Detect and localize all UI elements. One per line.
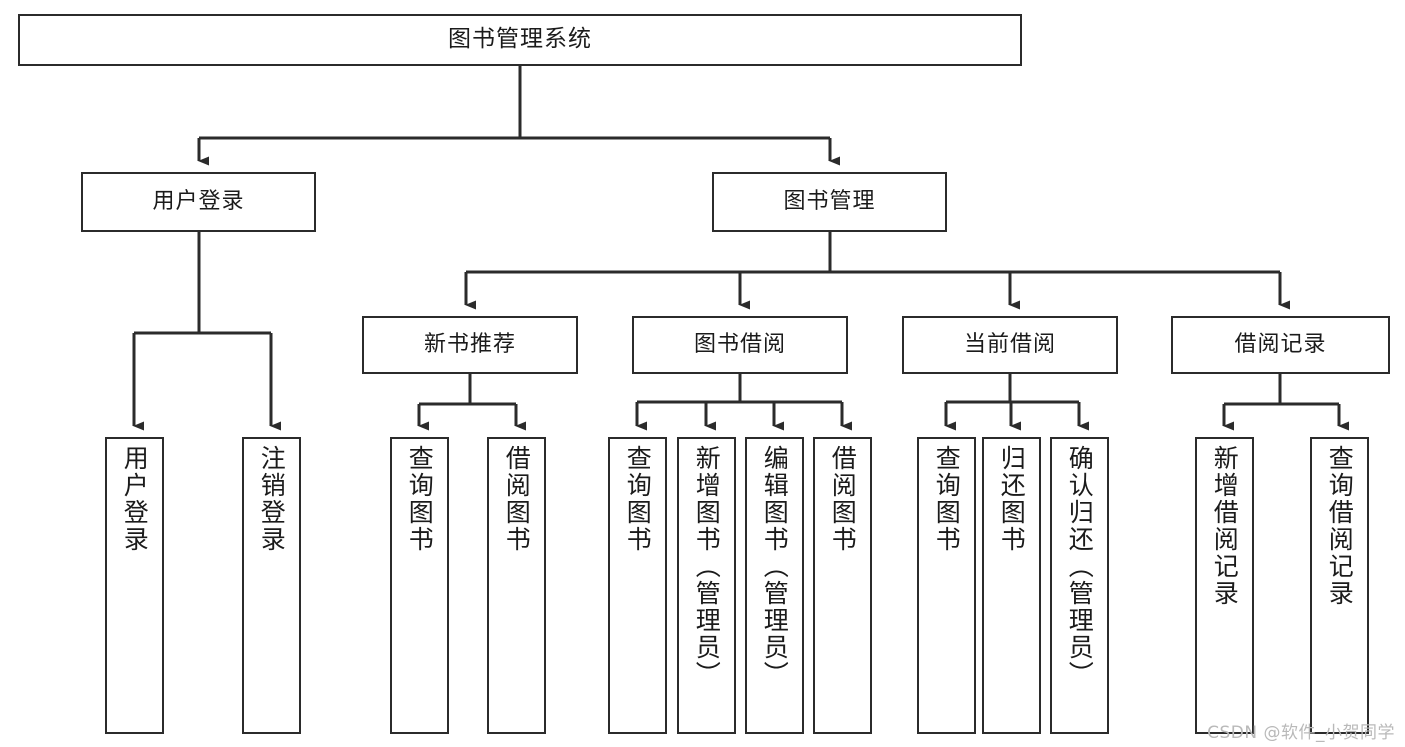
node-label: 查询图书: [623, 445, 653, 553]
node-label: 注销登录: [257, 445, 287, 553]
leaf-edit-book-admin[interactable]: 编辑图书（管理员）: [745, 437, 804, 734]
node-book-borrow[interactable]: 图书借阅: [632, 316, 848, 374]
leaf-query-borrow-record[interactable]: 查询借阅记录: [1310, 437, 1369, 734]
node-label: 编辑图书（管理员）: [760, 445, 790, 688]
leaf-add-book-admin[interactable]: 新增图书（管理员）: [677, 437, 736, 734]
leaf-return-book[interactable]: 归还图书: [982, 437, 1041, 734]
leaf-borrow-book-2[interactable]: 借阅图书: [813, 437, 872, 734]
node-label: 图书借阅: [693, 331, 786, 357]
leaf-borrow-book-1[interactable]: 借阅图书: [487, 437, 546, 734]
node-borrow-record[interactable]: 借阅记录: [1171, 316, 1390, 374]
node-label: 查询图书: [405, 445, 435, 553]
node-label: 借阅记录: [1234, 331, 1327, 357]
node-label: 当前借阅: [963, 331, 1056, 357]
node-label: 借阅图书: [828, 445, 858, 553]
node-label: 确认归还（管理员）: [1065, 445, 1095, 688]
node-label: 查询借阅记录: [1325, 445, 1355, 607]
leaf-query-book-3[interactable]: 查询图书: [917, 437, 976, 734]
node-label: 查询图书: [932, 445, 962, 553]
leaf-confirm-return-admin[interactable]: 确认归还（管理员）: [1050, 437, 1109, 734]
node-user-login[interactable]: 用户登录: [81, 172, 316, 232]
node-label: 用户登录: [152, 188, 245, 214]
node-label: 新书推荐: [423, 331, 516, 357]
node-label: 新增图书（管理员）: [692, 445, 722, 688]
leaf-user-login[interactable]: 用户登录: [105, 437, 164, 734]
node-label: 用户登录: [120, 445, 150, 553]
node-new-book-recommend[interactable]: 新书推荐: [362, 316, 578, 374]
leaf-query-book-2[interactable]: 查询图书: [608, 437, 667, 734]
node-label: 图书管理: [783, 188, 876, 214]
node-book-management-system[interactable]: 图书管理系统: [18, 14, 1022, 66]
node-current-borrow[interactable]: 当前借阅: [902, 316, 1118, 374]
node-label: 借阅图书: [502, 445, 532, 553]
leaf-logout-login[interactable]: 注销登录: [242, 437, 301, 734]
node-label: 新增借阅记录: [1210, 445, 1240, 607]
node-label: 图书管理系统: [448, 26, 592, 53]
leaf-add-borrow-record[interactable]: 新增借阅记录: [1195, 437, 1254, 734]
node-label: 归还图书: [997, 445, 1027, 553]
watermark: CSDN @软件_小贺同学: [1207, 723, 1395, 743]
node-book-management[interactable]: 图书管理: [712, 172, 947, 232]
leaf-query-book-1[interactable]: 查询图书: [390, 437, 449, 734]
